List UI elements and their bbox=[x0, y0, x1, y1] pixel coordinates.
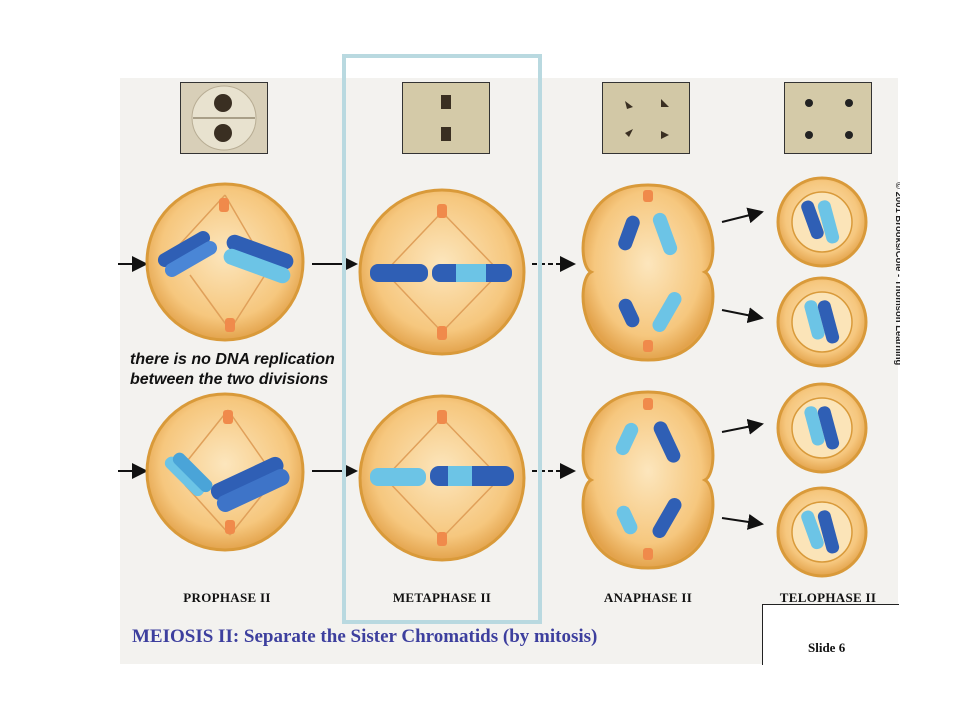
slide-background bbox=[120, 78, 898, 664]
telophase-cell-2 bbox=[776, 276, 868, 368]
arrow-ana-telo-2 bbox=[721, 307, 764, 324]
metaphase-cell-top bbox=[358, 188, 526, 356]
arrow-ana-telo-4 bbox=[721, 514, 764, 530]
note-line-1: there is no DNA replication bbox=[130, 351, 335, 368]
label-anaphase: ANAPHASE II bbox=[603, 590, 693, 605]
metaphase-cell-bottom bbox=[358, 394, 526, 562]
slide-number-box bbox=[762, 604, 899, 665]
telophase-cell-1 bbox=[776, 176, 868, 268]
micrograph-metaphase bbox=[402, 82, 490, 154]
prophase-cell-bottom bbox=[145, 392, 305, 552]
slide-number: Slide 6 bbox=[808, 640, 846, 655]
label-prophase: PROPHASE II bbox=[183, 590, 271, 605]
arrow-ana-telo-3 bbox=[721, 418, 764, 435]
prophase-cell-top bbox=[145, 182, 305, 342]
no-replication-note: there is no DNA replication between the … bbox=[130, 350, 335, 390]
note-line-2: between the two divisions bbox=[130, 371, 329, 388]
label-metaphase: METAPHASE II bbox=[392, 590, 492, 605]
anaphase-cell-top bbox=[581, 183, 715, 362]
svg-text:© 2001 Brooks/Cole - Thomson L: © 2001 Brooks/Cole - Thomson Learning bbox=[893, 182, 900, 366]
anaphase-cell-bottom bbox=[581, 390, 715, 570]
telophase-cell-3 bbox=[776, 382, 868, 474]
slide-title: MEIOSIS II: Separate the Sister Chromati… bbox=[132, 626, 598, 647]
label-telophase: TELOPHASE II bbox=[779, 590, 877, 605]
micrograph-prophase bbox=[180, 82, 268, 154]
copyright-text: © 2001 Brooks/Cole - Thomson Learning bbox=[893, 182, 900, 366]
micrograph-anaphase bbox=[602, 82, 690, 154]
metaphase-highlight-box bbox=[342, 54, 542, 624]
arrow-ana-telo-1 bbox=[721, 207, 764, 224]
telophase-cell-4 bbox=[776, 486, 868, 578]
micrograph-telophase bbox=[784, 82, 872, 154]
